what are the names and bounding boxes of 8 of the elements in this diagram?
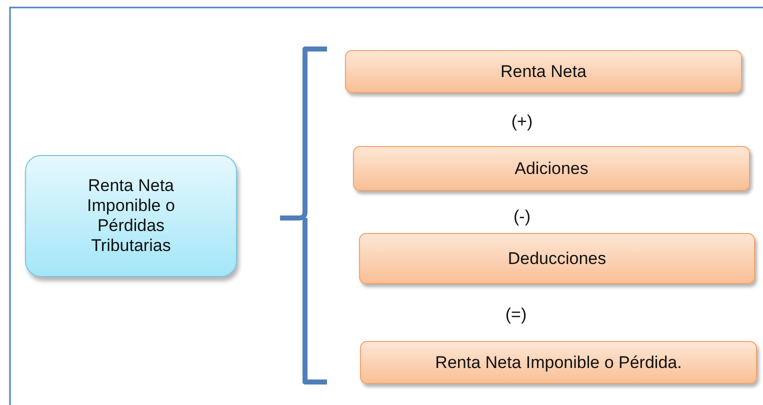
operator-label: (+) bbox=[511, 112, 533, 132]
operator-label: (=) bbox=[505, 305, 527, 325]
process-box: Adiciones bbox=[353, 146, 750, 191]
operator-label: (-) bbox=[514, 207, 530, 227]
process-box: Renta Neta bbox=[345, 50, 742, 93]
topic-box: Renta Neta Imponible o Pérdidas Tributarias bbox=[25, 155, 237, 277]
process-box: Renta Neta Imponible o Pérdida. bbox=[360, 341, 757, 384]
process-box: Deducciones bbox=[359, 233, 755, 284]
